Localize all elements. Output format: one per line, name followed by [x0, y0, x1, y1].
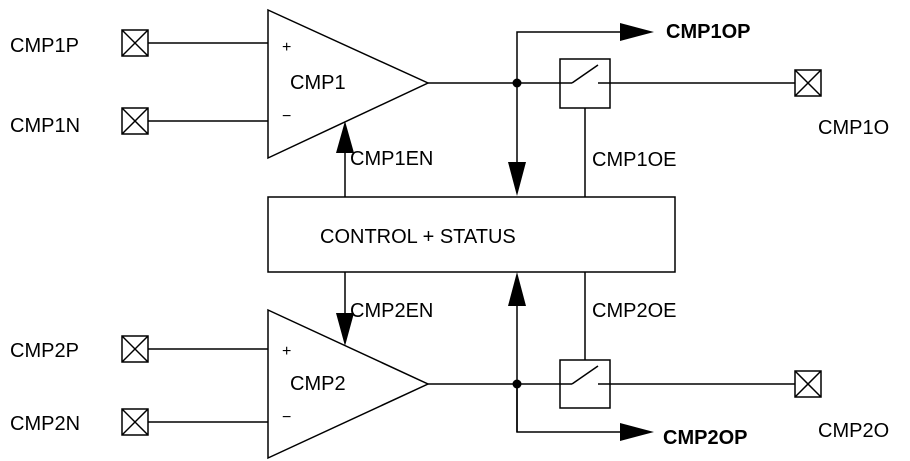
signal-label-cmp2en: CMP2EN: [350, 300, 433, 322]
signal-label-cmp2op: CMP2OP: [663, 427, 747, 449]
arrow-cmp2op: [620, 423, 654, 441]
comparator-cmp1-triangle: [267, 8, 430, 160]
switch-cmp2-output: [559, 359, 611, 409]
pin-cmp2o: [794, 370, 822, 398]
pin-cmp1p: [121, 29, 149, 57]
wire-cmp2op: [516, 384, 630, 433]
comparator-cmp1-label: CMP1: [290, 72, 346, 94]
arrow-cmp2en: [336, 313, 354, 346]
signal-label-cmp1en: CMP1EN: [350, 148, 433, 170]
comparator-cmp2-label: CMP2: [290, 373, 346, 395]
cmp2-minus-sign: −: [282, 409, 291, 426]
signal-label-cmp2oe: CMP2OE: [592, 300, 676, 322]
signal-label-cmp1op: CMP1OP: [666, 21, 750, 43]
pin-cmp1n: [121, 107, 149, 135]
arrow-cmp1en: [336, 121, 354, 153]
cmp1-minus-sign: −: [282, 108, 291, 125]
control-status-block: [267, 196, 676, 273]
arrow-cmp2-status: [508, 272, 526, 306]
pin-cmp2n: [121, 408, 149, 436]
arrow-cmp1op: [620, 23, 654, 41]
arrow-cmp1-status: [508, 162, 526, 196]
wire-cmp1op: [516, 31, 630, 83]
cmp2-plus-sign: +: [282, 343, 291, 360]
pin-label-cmp2n: CMP2N: [10, 413, 80, 435]
pin-label-cmp1o: CMP1O: [818, 117, 889, 139]
pin-cmp1o: [794, 69, 822, 97]
comparator-cmp2-triangle: [267, 308, 430, 460]
pin-label-cmp2o: CMP2O: [818, 420, 889, 442]
pin-label-cmp1p: CMP1P: [10, 35, 79, 57]
signal-label-cmp1oe: CMP1OE: [592, 149, 676, 171]
pin-cmp2p: [121, 335, 149, 363]
pin-label-cmp1n: CMP1N: [10, 115, 80, 137]
control-status-label: CONTROL + STATUS: [320, 226, 516, 248]
switch-cmp1-output: [559, 58, 611, 109]
cmp1-plus-sign: +: [282, 39, 291, 56]
pin-label-cmp2p: CMP2P: [10, 340, 79, 362]
